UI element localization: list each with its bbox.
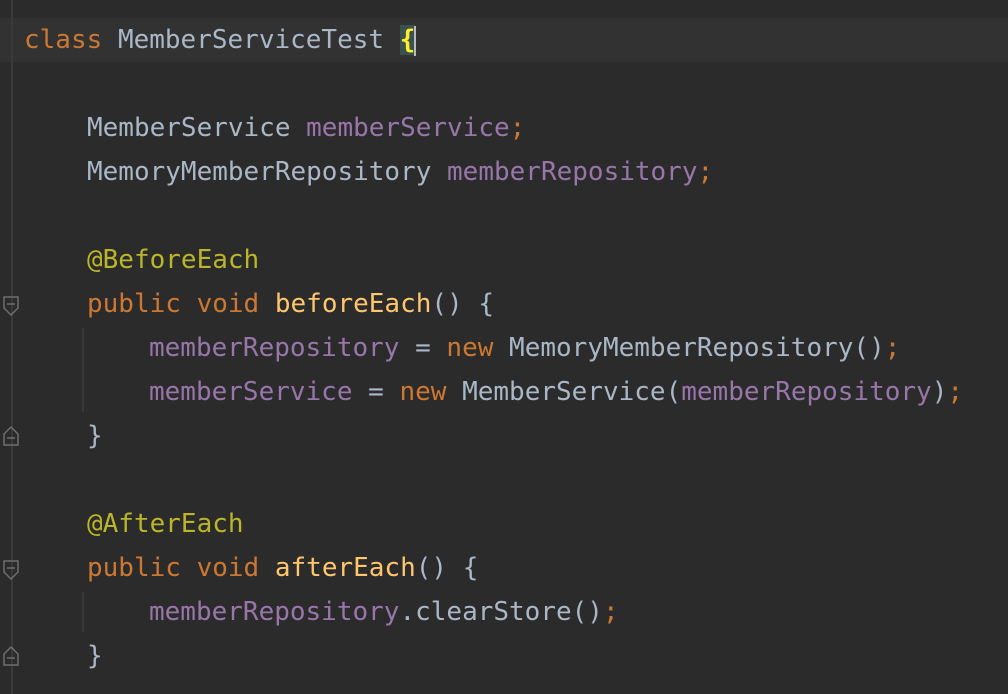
fold-end-icon[interactable]: [3, 426, 19, 446]
keyword-new: new: [446, 333, 494, 363]
code-line-assign-service[interactable]: memberService = new MemberService(member…: [149, 370, 963, 414]
field-name: memberService: [149, 377, 353, 407]
field-name: memberRepository: [149, 333, 400, 363]
close-paren: ): [931, 377, 948, 407]
fold-collapse-icon[interactable]: [3, 296, 19, 316]
code-line-method-after-each[interactable]: public void afterEach() {: [87, 546, 478, 590]
method-signature-rest: () {: [431, 289, 495, 319]
method-name: afterEach: [274, 553, 416, 583]
type-name: MemoryMemberRepository: [509, 333, 854, 363]
annotation: @AfterEach: [87, 509, 244, 539]
indent-guide: [82, 592, 84, 632]
assign-operator: =: [352, 377, 400, 407]
code-line-clear-store[interactable]: memberRepository.clearStore();: [149, 590, 619, 634]
annotation: @BeforeEach: [87, 245, 260, 275]
keyword-new: new: [399, 377, 447, 407]
current-line-highlight: [0, 18, 1008, 62]
semicolon: ;: [947, 377, 964, 407]
code-line-annotation-after-each[interactable]: @AfterEach: [87, 502, 244, 546]
indent-guide: [82, 328, 84, 412]
type-name: MemberService: [87, 113, 291, 143]
keyword-public: public: [87, 289, 181, 319]
code-line-close-brace[interactable]: }: [87, 414, 103, 458]
class-name: MemberServiceTest: [117, 25, 385, 55]
keyword-void: void: [196, 289, 260, 319]
method-call: .clearStore(): [399, 597, 603, 627]
type-name: MemoryMemberRepository: [87, 157, 432, 187]
method-signature-rest: () {: [415, 553, 479, 583]
field-name: memberRepository: [149, 597, 400, 627]
close-brace: }: [87, 421, 103, 451]
keyword-class: class: [24, 25, 103, 55]
field-name: memberService: [306, 113, 510, 143]
code-line-close-brace[interactable]: }: [87, 634, 103, 678]
parentheses: (): [853, 333, 885, 363]
keyword-void: void: [196, 553, 260, 583]
code-line-method-before-each[interactable]: public void beforeEach() {: [87, 282, 494, 326]
code-line-assign-repository[interactable]: memberRepository = new MemoryMemberRepos…: [149, 326, 900, 370]
semicolon: ;: [697, 157, 714, 187]
argument-field: memberRepository: [681, 377, 932, 407]
text-caret: [414, 25, 417, 56]
matched-open-brace: {: [399, 25, 416, 55]
code-line-class-declaration[interactable]: class MemberServiceTest {: [24, 18, 417, 62]
field-name: memberRepository: [447, 157, 698, 187]
code-line-field-member-service[interactable]: MemberService memberService;: [87, 106, 525, 150]
fold-end-icon[interactable]: [3, 646, 19, 666]
fold-collapse-icon[interactable]: [3, 560, 19, 580]
gutter-divider: [11, 0, 13, 694]
semicolon: ;: [509, 113, 526, 143]
type-name: MemberService: [462, 377, 666, 407]
semicolon: ;: [602, 597, 619, 627]
code-line-field-member-repository[interactable]: MemoryMemberRepository memberRepository;: [87, 150, 713, 194]
semicolon: ;: [884, 333, 901, 363]
open-paren: (: [665, 377, 682, 407]
assign-operator: =: [399, 333, 447, 363]
method-name: beforeEach: [274, 289, 432, 319]
keyword-public: public: [87, 553, 181, 583]
close-brace: }: [87, 641, 103, 671]
code-line-annotation-before-each[interactable]: @BeforeEach: [87, 238, 259, 282]
